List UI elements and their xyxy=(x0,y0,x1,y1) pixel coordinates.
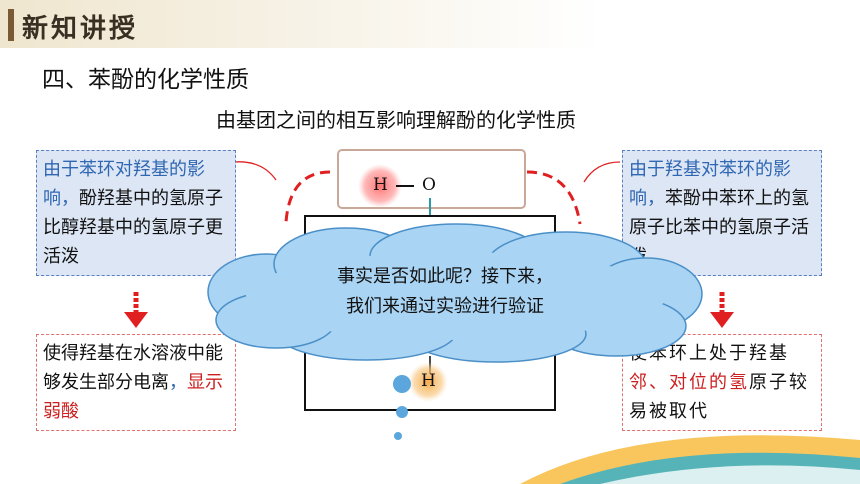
cloud-bubble-3 xyxy=(394,432,402,440)
left-result-text: 使得羟基在水溶液中能够发生部分电离 xyxy=(43,343,223,393)
cloud-line-2: 我们来通过实验进行验证 xyxy=(346,296,544,317)
section-title: 四、苯酚的化学性质 xyxy=(42,67,249,93)
header-title: 新知讲授 xyxy=(22,14,139,44)
left-dashed-arc xyxy=(284,170,331,223)
hydrogen-atom-label: H xyxy=(373,175,388,195)
para-hydrogen-glow xyxy=(408,362,448,402)
oxygen-atom-label: O xyxy=(422,175,436,195)
right-dashed-arc xyxy=(526,170,582,225)
hydrogen-glow xyxy=(358,164,402,208)
right-effect-box: 由于羟基对苯环的影响，苯酚中苯环上的氢原子比苯中的氢原子活泼 xyxy=(622,150,822,276)
left-down-arrow xyxy=(124,292,148,328)
cloud-line-1: 事实是否如此呢？接下来， xyxy=(337,266,553,287)
right-result-highlight: 邻、对位的氢 xyxy=(629,372,749,393)
subtitle: 由基团之间的相互影响理解酚的化学性质 xyxy=(216,108,576,132)
header-accent xyxy=(8,9,14,41)
right-down-arrow xyxy=(710,292,734,328)
left-result-box: 使得羟基在水溶液中能够发生部分电离，显示弱酸 xyxy=(36,334,236,431)
left-effect-box: 由于苯环对羟基的影响，酚羟基中的氢原子比醇羟基中的氢原子更活泼 xyxy=(36,150,236,276)
decor-swoosh-white xyxy=(600,465,860,484)
header-bar xyxy=(0,0,860,48)
right-effect-highlight: 由于羟基对苯环的影响 xyxy=(629,159,791,209)
right-result-text-2: 原子较易被取代 xyxy=(629,372,809,422)
cloud-callout xyxy=(207,223,703,440)
para-hydrogen-label: H xyxy=(421,371,436,391)
right-result-text-1: 使苯环上处于羟基 xyxy=(629,343,789,364)
cloud-bubble-1 xyxy=(393,375,411,393)
left-connector-line xyxy=(233,161,277,181)
left-result-highlight: 显示弱酸 xyxy=(43,372,223,422)
cloud-text: 事实是否如此呢？接下来， 我们来通过实验进行验证 xyxy=(250,262,640,322)
right-connector-line xyxy=(583,161,621,183)
cloud-bubble-2 xyxy=(396,406,408,418)
left-effect-text: 酚羟基中的氢原子比醇羟基中的氢原子更活泼 xyxy=(43,188,223,267)
left-effect-highlight: 由于苯环对羟基的影响 xyxy=(43,159,205,209)
